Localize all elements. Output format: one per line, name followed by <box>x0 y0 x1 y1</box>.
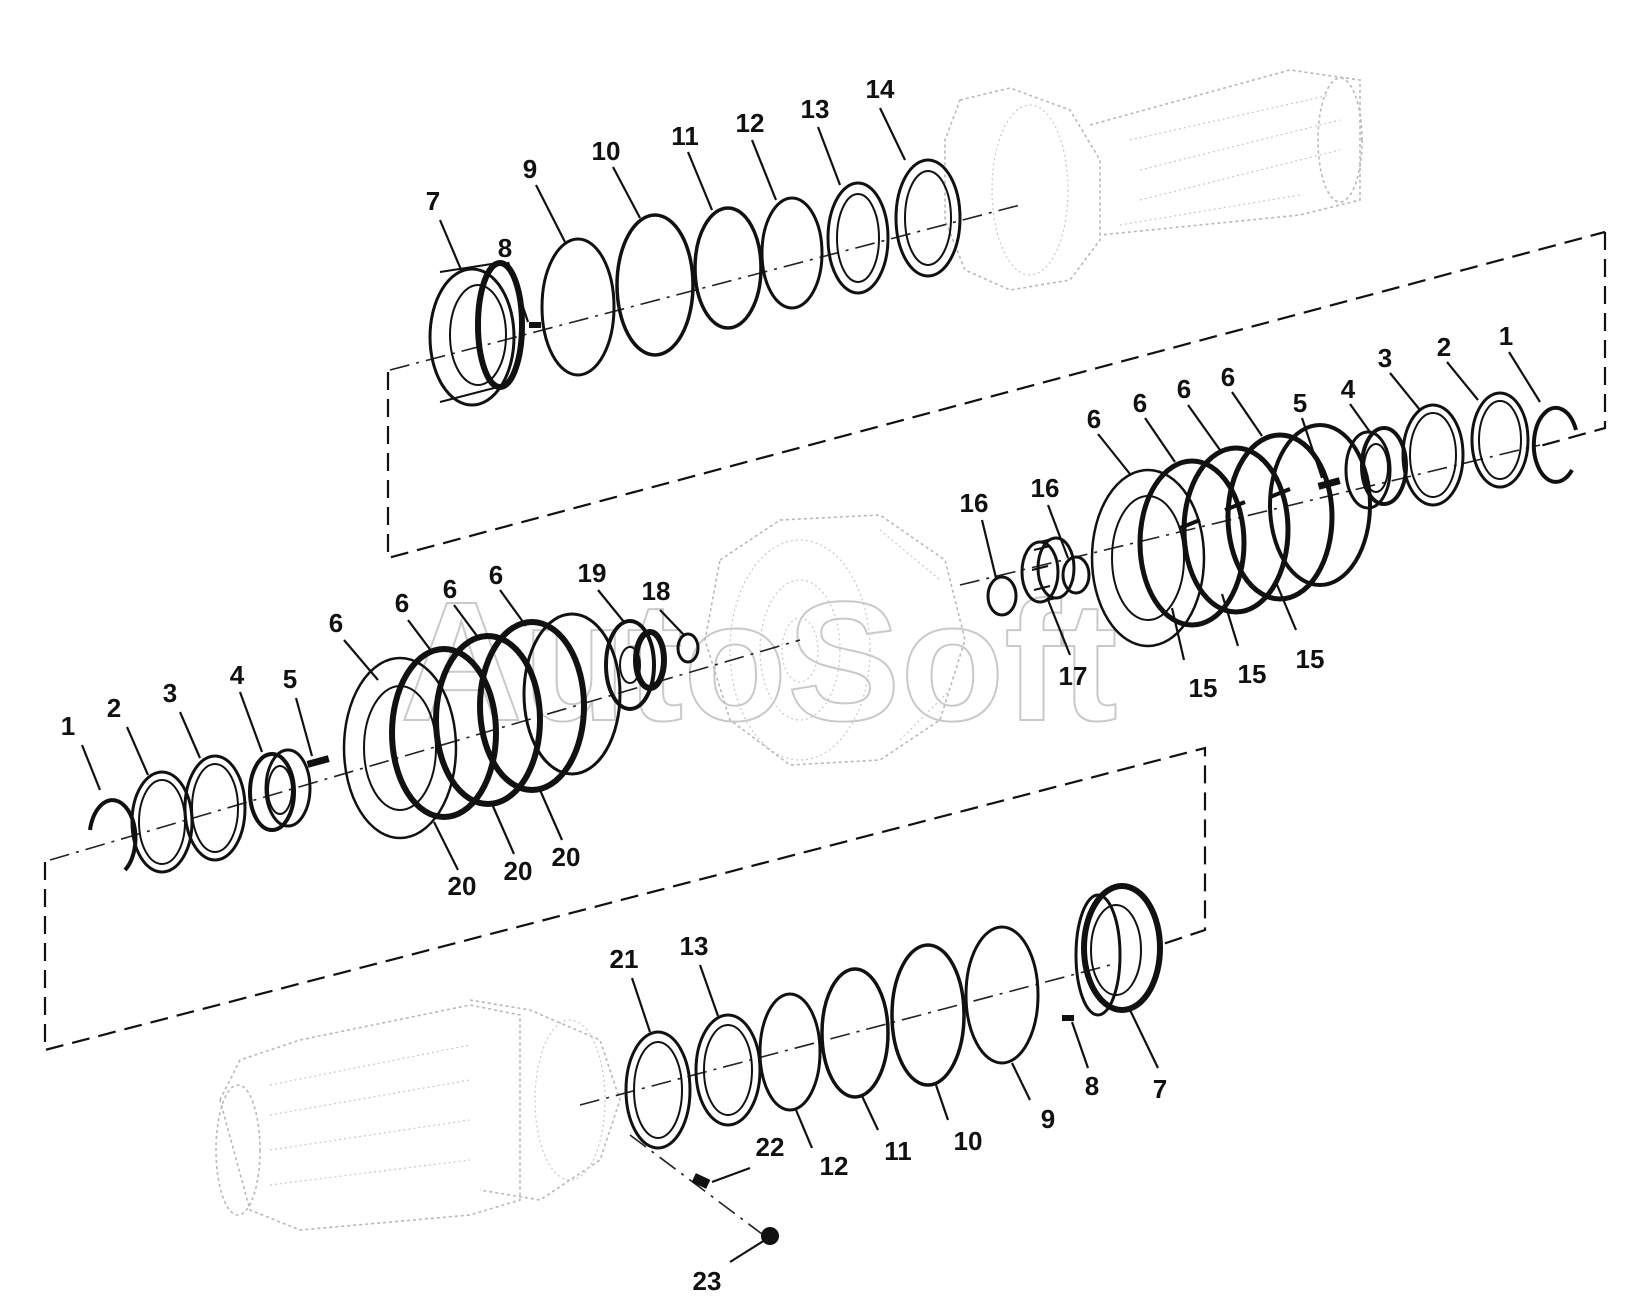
part-1-right-snap-ring <box>1531 405 1578 484</box>
callout-20: 20 <box>552 842 581 872</box>
callout-3: 3 <box>1378 343 1392 373</box>
callouts-right: 1 2 3 4 5 6 6 6 6 6 15 15 15 16 16 17 <box>960 321 1514 703</box>
part-12-bottom-ring <box>758 992 822 1112</box>
part-8-top-pin <box>529 322 541 328</box>
callout-6: 6 <box>1087 404 1101 434</box>
callout-13: 13 <box>680 931 709 961</box>
part-1-left-snap-ring <box>88 798 138 872</box>
callout-7: 7 <box>1153 1074 1167 1104</box>
callout-10: 10 <box>592 136 621 166</box>
callouts-bottom: 21 13 12 11 10 9 8 7 22 23 <box>610 931 1168 1296</box>
callouts-left: 1 2 3 4 5 6 6 6 6 19 18 20 20 20 <box>61 558 671 901</box>
callout-20: 20 <box>504 856 533 886</box>
part-2-left-plate <box>130 770 194 874</box>
part-9-top-seal <box>540 237 616 377</box>
watermark-text: AutoSoft <box>400 567 1118 757</box>
part-19-hub <box>604 619 667 711</box>
callout-18: 18 <box>642 576 671 606</box>
part-10-top-seal <box>615 213 695 357</box>
callout-20: 20 <box>448 871 477 901</box>
callout-6: 6 <box>329 608 343 638</box>
part-3-right-plate <box>1401 403 1465 507</box>
part-8-bottom-pin <box>1062 1015 1074 1021</box>
part-13-top-plate <box>826 181 890 295</box>
part-6-right-clutch-pack <box>1090 423 1372 648</box>
part-4-right-retainer <box>1344 426 1408 510</box>
callout-5: 5 <box>283 664 297 694</box>
axis-middle-left <box>49 639 801 861</box>
callout-9: 9 <box>1041 1104 1055 1134</box>
callout-10: 10 <box>954 1126 983 1156</box>
connector-bottom <box>43 746 1207 1052</box>
callout-8: 8 <box>1085 1071 1099 1101</box>
callout-17: 17 <box>1059 661 1088 691</box>
housing-top-right <box>944 69 1363 291</box>
part-2-right-plate <box>1470 391 1530 489</box>
leader-lines <box>80 107 1541 1263</box>
callout-4: 4 <box>230 660 245 690</box>
part-21-bottom-plate <box>624 1030 692 1150</box>
callout-7: 7 <box>426 186 440 216</box>
callout-23: 23 <box>693 1266 722 1296</box>
part-18-snap-ring <box>676 632 700 664</box>
part-4-left-retainer <box>248 748 312 832</box>
callout-6: 6 <box>1177 374 1191 404</box>
part-5-right-pin <box>1317 477 1341 490</box>
callout-6: 6 <box>1221 362 1235 392</box>
part-16-snap-ring-left <box>986 575 1018 617</box>
callout-2: 2 <box>1437 332 1451 362</box>
part-11-bottom-ring <box>820 967 890 1099</box>
callout-19: 19 <box>578 558 607 588</box>
axis-middle-right <box>959 444 1541 586</box>
callout-12: 12 <box>820 1151 849 1181</box>
callout-9: 9 <box>523 154 537 184</box>
axis-top <box>389 204 1021 371</box>
callout-13: 13 <box>801 94 830 124</box>
housing-bottom-left <box>215 999 621 1231</box>
callout-21: 21 <box>610 944 639 974</box>
callout-11: 11 <box>884 1136 912 1166</box>
part-7-top-piston <box>428 260 525 407</box>
callout-6: 6 <box>489 560 503 590</box>
callout-1: 1 <box>1499 321 1513 351</box>
part-3-left-plate <box>183 754 247 862</box>
callout-1: 1 <box>61 711 75 741</box>
callout-8: 8 <box>498 233 512 263</box>
callout-6: 6 <box>443 574 457 604</box>
part-22-plug <box>691 1173 711 1189</box>
part-7-bottom-piston <box>1074 883 1163 1017</box>
callout-6: 6 <box>1133 388 1147 418</box>
part-9-bottom-seal <box>964 925 1040 1065</box>
part-14-top-plate <box>894 158 962 278</box>
callout-15: 15 <box>1238 659 1267 689</box>
part-11-top-ring <box>693 206 763 330</box>
connector-top <box>386 230 1607 560</box>
housing-center <box>704 514 966 766</box>
callout-11: 11 <box>671 121 699 151</box>
callout-5: 5 <box>1293 388 1307 418</box>
callouts-top: 7 8 9 10 11 12 13 14 <box>426 74 895 263</box>
callout-15: 15 <box>1189 673 1218 703</box>
callout-2: 2 <box>107 693 121 723</box>
callout-3: 3 <box>163 678 177 708</box>
axis-bolts <box>629 1134 771 1241</box>
callout-16: 16 <box>960 488 989 518</box>
callout-4: 4 <box>1341 374 1356 404</box>
part-10-bottom-seal <box>890 943 966 1087</box>
part-23-plug <box>761 1227 779 1245</box>
part-12-top-ring <box>760 196 824 310</box>
part-16-snap-ring-right <box>1061 555 1091 595</box>
callout-22: 22 <box>756 1132 785 1162</box>
callout-14: 14 <box>866 74 895 104</box>
part-5-left-pin <box>306 755 330 768</box>
callout-15: 15 <box>1296 644 1325 674</box>
part-6-left-clutch-pack <box>342 612 622 840</box>
part-13-bottom-plate <box>694 1013 762 1127</box>
callout-6: 6 <box>395 588 409 618</box>
callout-16: 16 <box>1031 473 1060 503</box>
callout-12: 12 <box>736 108 765 138</box>
axis-bottom <box>579 964 1111 1106</box>
